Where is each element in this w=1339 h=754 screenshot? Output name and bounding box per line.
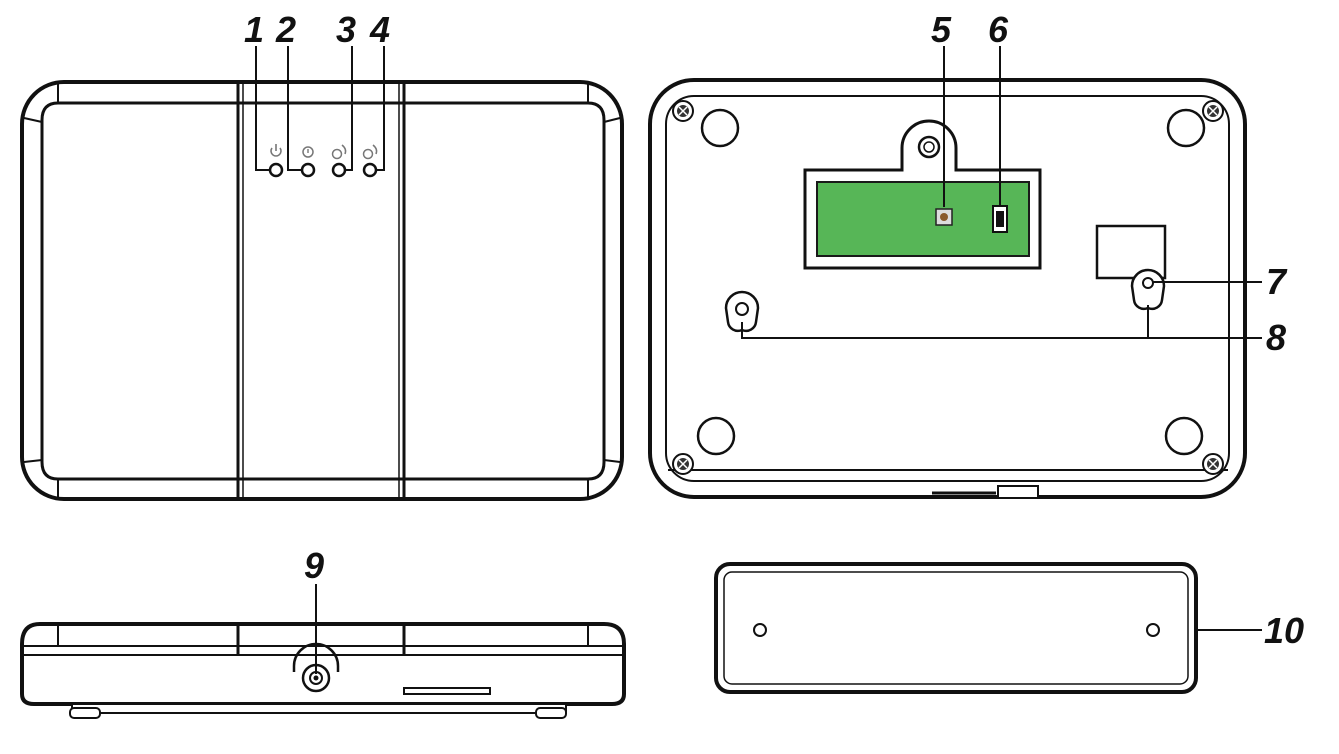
foot-top-left — [700, 108, 740, 148]
sim-slot-area — [1095, 224, 1167, 280]
callout-9: 9 — [304, 545, 324, 586]
slide-switch — [992, 205, 1008, 233]
leader-line-2 — [287, 46, 302, 171]
callout-5: 5 — [931, 9, 952, 50]
screw-top-right — [1202, 100, 1224, 122]
wall-bracket-inner — [723, 571, 1189, 685]
side-housing — [20, 622, 626, 706]
back-housing-inner — [665, 95, 1230, 482]
callout-8: 8 — [1266, 317, 1286, 358]
keyhole-right — [1130, 268, 1166, 311]
screw-bottom-right — [1202, 453, 1224, 475]
leader-line-1 — [255, 46, 270, 171]
bottom-port — [997, 485, 1039, 499]
side-foot-left — [69, 707, 101, 719]
bracket-hole-left — [753, 623, 767, 637]
callout-4: 4 — [369, 9, 390, 50]
front-view: 1 2 3 4 — [20, 9, 624, 501]
callout-1: 1 — [244, 9, 264, 50]
leader-line-3 — [345, 46, 353, 171]
callout-3: 3 — [336, 9, 356, 50]
led-2-alarm — [300, 146, 316, 178]
side-view: 9 — [20, 545, 626, 719]
callout-7: 7 — [1266, 261, 1288, 302]
back-housing-outer — [648, 78, 1247, 499]
signal-icon — [362, 144, 378, 160]
leader-line-8 — [741, 322, 1262, 339]
foot-top-right — [1166, 108, 1206, 148]
reset-button — [935, 208, 953, 226]
callout-10: 10 — [1264, 610, 1304, 651]
alarm-icon — [302, 146, 314, 158]
foot-bottom-left — [696, 416, 736, 456]
callout-6: 6 — [988, 9, 1009, 50]
network-icon — [331, 144, 347, 160]
leader-line-4 — [376, 46, 385, 171]
wall-bracket-outer — [714, 562, 1198, 694]
front-housing-outer — [20, 80, 624, 501]
foot-bottom-right — [1164, 416, 1204, 456]
back-view: 5 6 7 8 — [648, 9, 1288, 499]
side-foot-right — [535, 707, 567, 719]
bracket-view: 10 — [714, 562, 1304, 694]
screw-bottom-left — [672, 453, 694, 475]
callout-2: 2 — [275, 9, 296, 50]
side-base-plate — [71, 703, 567, 714]
screw-top-left — [672, 100, 694, 122]
power-icon — [270, 144, 282, 157]
bracket-hole-right — [1146, 623, 1160, 637]
